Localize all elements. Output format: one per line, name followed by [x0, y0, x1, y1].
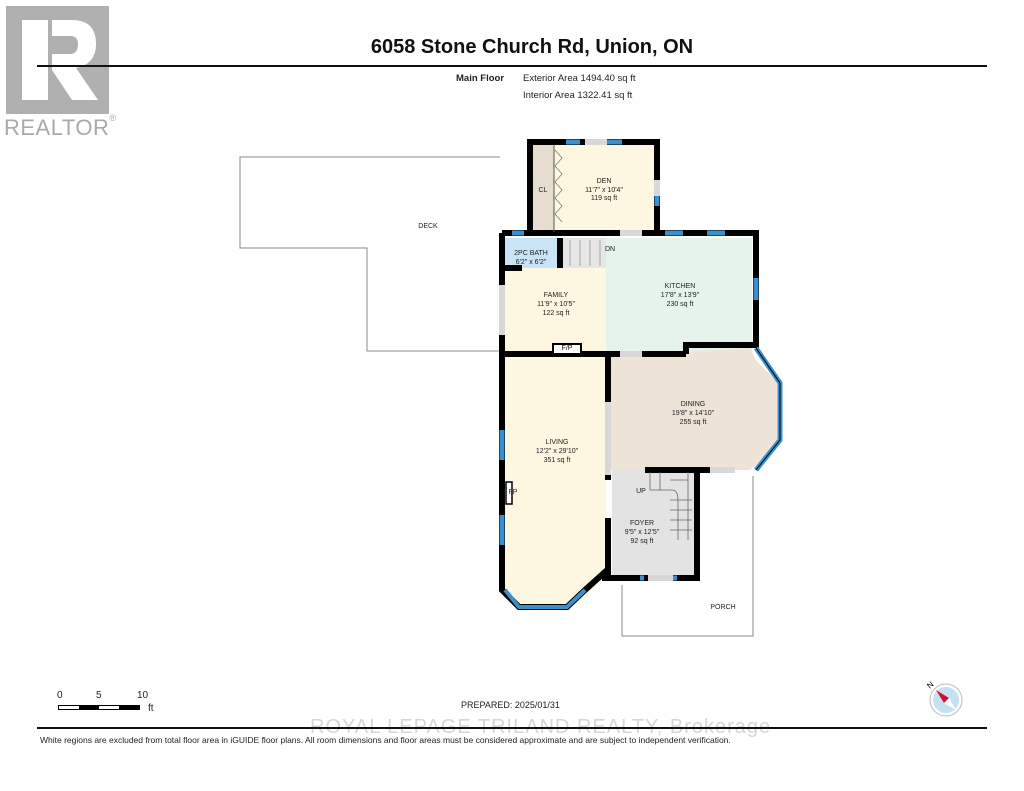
floor-label: Main Floor — [456, 73, 505, 84]
svg-text:N: N — [925, 680, 935, 691]
svg-text:17'8" x 13'9": 17'8" x 13'9" — [661, 292, 700, 299]
closet-room — [531, 143, 554, 234]
realtor-logo-icon — [6, 6, 109, 114]
svg-text:12'2" x 29'10": 12'2" x 29'10" — [536, 448, 579, 455]
disclaimer-text: White regions are excluded from total fl… — [40, 735, 731, 745]
svg-text:11'7" x 10'4": 11'7" x 10'4" — [585, 187, 623, 194]
footer-divider — [37, 727, 987, 729]
svg-text:122 sq ft: 122 sq ft — [543, 310, 570, 317]
family-fireplace — [552, 343, 582, 355]
kitchen-label: KITCHEN — [665, 283, 696, 290]
family-label: FAMILY — [544, 292, 569, 299]
stairs-down-label: DN — [605, 246, 615, 253]
kitchen-room — [606, 238, 752, 353]
living-bay-window — [503, 588, 587, 609]
bath-room — [505, 238, 560, 268]
scale-bar: 0 5 10 ft — [57, 690, 154, 714]
family-fireplace-label: F/P — [562, 345, 573, 352]
living-room — [505, 357, 606, 607]
family-room — [505, 268, 606, 353]
svg-text:119 sq ft: 119 sq ft — [591, 195, 617, 202]
svg-text:351 sq ft: 351 sq ft — [544, 457, 571, 464]
dining-room — [610, 348, 780, 470]
header-divider — [37, 65, 987, 67]
exterior-area: Exterior Area 1494.40 sq ft — [523, 73, 636, 84]
foyer-label: FOYER — [630, 520, 654, 527]
svg-text:92 sq ft: 92 sq ft — [631, 538, 654, 545]
svg-text:9'5" x 12'5": 9'5" x 12'5" — [625, 529, 660, 536]
compass-icon: N — [925, 680, 963, 717]
dining-label: DINING — [681, 401, 706, 408]
den-label: DEN — [597, 178, 612, 185]
property-address-title: 6058 Stone Church Rd, Union, ON — [370, 36, 694, 58]
living-fireplace-label: FP — [509, 489, 518, 496]
porch-outline — [621, 476, 754, 637]
closet-label: CL — [539, 187, 548, 194]
living-label: LIVING — [546, 439, 569, 446]
foyer-room — [612, 470, 696, 578]
deck-outline — [239, 156, 500, 352]
deck-label: DECK — [418, 223, 438, 230]
living-fireplace — [505, 481, 513, 505]
interior-area: Interior Area 1322.41 sq ft — [523, 90, 633, 101]
porch-label: PORCH — [710, 604, 735, 611]
prepared-date: PREPARED: 2025/01/31 — [461, 700, 560, 710]
svg-text:19'8" x 14'10": 19'8" x 14'10" — [672, 410, 715, 417]
bath-label: 2PC BATH — [514, 250, 548, 257]
svg-text:230 sq ft: 230 sq ft — [667, 301, 694, 308]
svg-text:11'9" x 10'5": 11'9" x 10'5" — [537, 301, 575, 308]
realtor-brand-text: REALTOR® — [4, 113, 117, 140]
svg-text:6'2" x 6'2": 6'2" x 6'2" — [516, 259, 547, 266]
stairs-up-label: UP — [636, 488, 646, 495]
svg-text:255 sq ft: 255 sq ft — [680, 419, 707, 426]
stair-down-area — [560, 238, 606, 268]
